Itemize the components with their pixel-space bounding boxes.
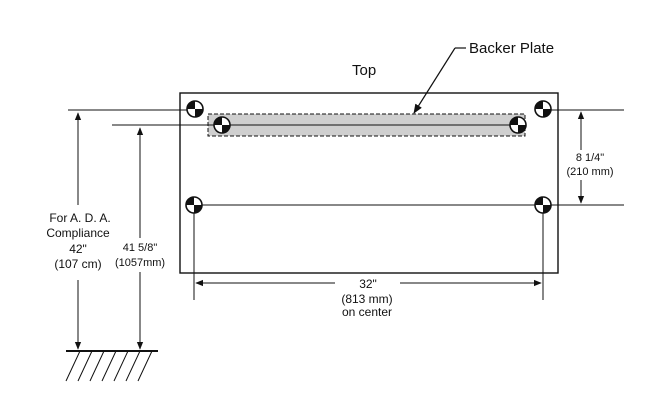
mounting-hole-icon — [213, 116, 231, 134]
ada-label-line1: For A. D. A. — [49, 211, 110, 225]
ada-height-cm: (107 cm) — [54, 257, 101, 271]
horizontal-spacing-inches: 32" — [359, 277, 377, 291]
mounting-hole-icon — [185, 196, 203, 214]
horizontal-spacing-mm: (813 mm) — [341, 292, 392, 306]
mount-height-mm: (1057mm) — [115, 257, 165, 269]
top-label: Top — [352, 62, 376, 79]
ada-height-inches: 42" — [69, 242, 87, 256]
horizontal-spacing-note: on center — [342, 305, 392, 319]
mount-height-inches: 41 5/8" — [123, 242, 158, 254]
floor-hatch-icon — [65, 350, 158, 382]
mounting-hole-icon — [534, 196, 552, 214]
mounting-panel-outline — [179, 92, 559, 274]
ada-label-line2: Compliance — [46, 226, 110, 240]
backer-plate-callout: Backer Plate — [413, 40, 554, 114]
vertical-spacing-inches: 8 1/4" — [576, 152, 604, 164]
mounting-hole-icon — [509, 116, 527, 134]
mounting-hole-icon — [186, 100, 204, 118]
backer-plate-label: Backer Plate — [469, 40, 554, 57]
mounting-hole-icon — [534, 100, 552, 118]
vertical-spacing-mm: (210 mm) — [566, 166, 613, 178]
